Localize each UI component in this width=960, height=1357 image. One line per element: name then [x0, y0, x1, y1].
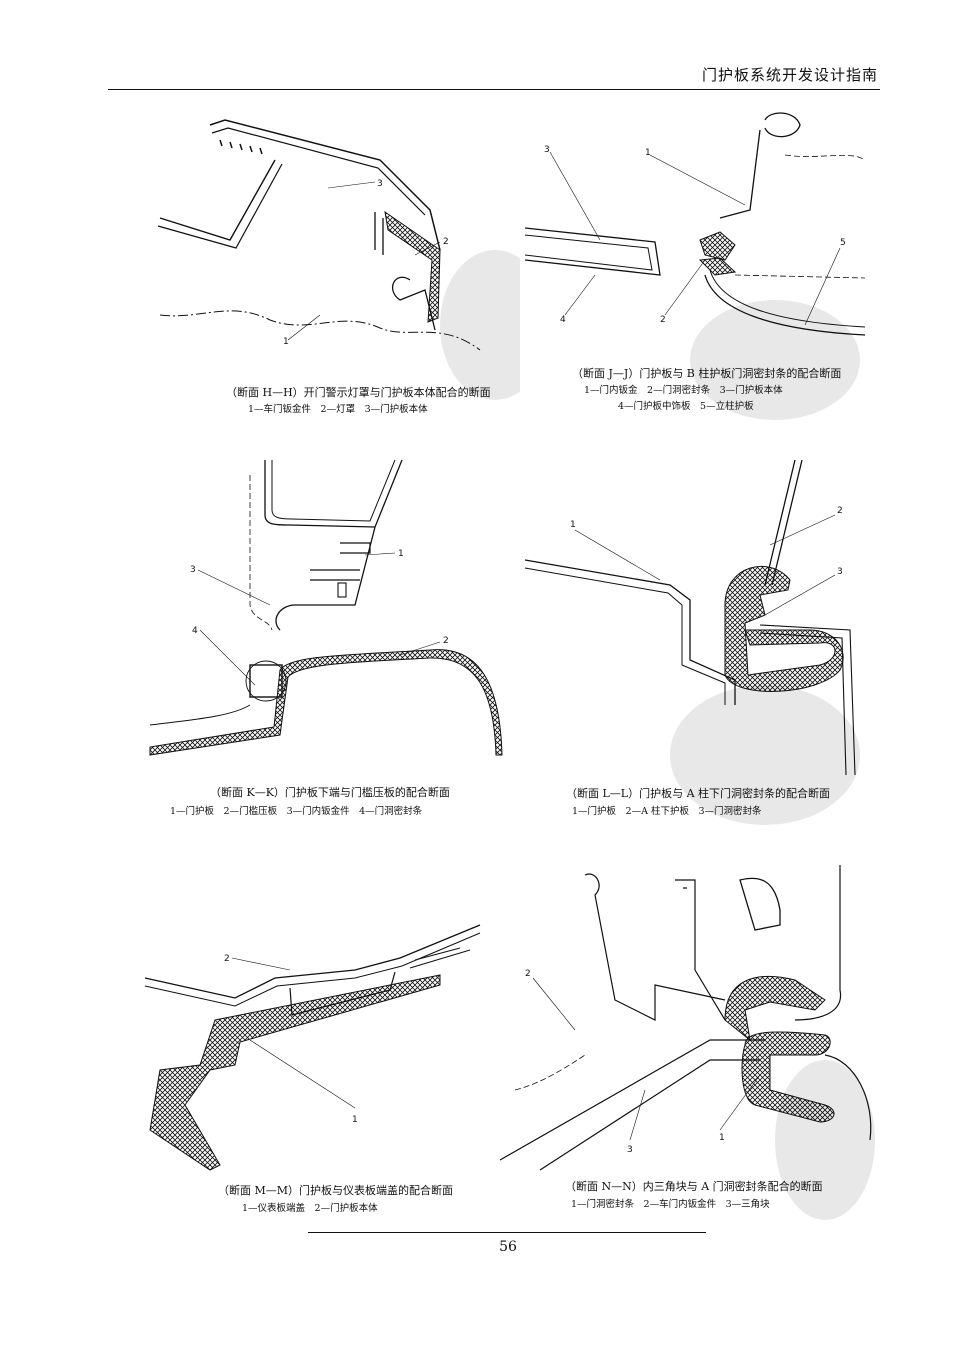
callout-2: 2 [443, 237, 449, 247]
running-header-title: 门护板系统开发设计指南 [701, 66, 878, 84]
figure-section-m-m: 1 2 （断面 M—M）门护板与仪表板端盖的配合断面 1—仪表板端盖 2—门护板… [140, 860, 520, 1220]
callout-1: 1 [645, 148, 651, 158]
figure-caption: （断面 H—H）开门警示灯罩与门护板本体配合的断面 [226, 386, 491, 399]
figure-section-l-l: 1 2 3 （断面 L—L）门护板与 A 柱下门洞密封条的配合断面 1—门护板 … [520, 455, 870, 825]
watermark-stamp [690, 300, 860, 420]
callout-3: 3 [377, 179, 383, 189]
figure-section-j-j: 1 2 3 4 5 （断面 J—J）门护板与 B 柱护板门洞密封条的配合断面 1… [520, 100, 875, 420]
header-rule [108, 89, 880, 90]
figure-legend: 1—门洞密封条 2—车门内钣金件 3—三角块 [571, 1199, 770, 1210]
figure-k-k-drawing: 1 2 3 4 [149, 459, 503, 756]
figure-legend-line-1: 1—门内钣金 2—门洞密封条 3—门护板本体 [584, 385, 783, 396]
footer-rule [308, 1232, 706, 1233]
callout-1: 1 [398, 549, 404, 559]
callout-2: 2 [224, 954, 230, 964]
callout-2: 2 [660, 315, 666, 325]
callout-3: 3 [190, 565, 196, 575]
figure-caption: （断面 M—M）门护板与仪表板端盖的配合断面 [218, 1184, 454, 1197]
figure-section-n-n: 1 2 3 （断面 N—N）内三角块与 A 门洞密封条配合的断面 1—门洞密封条… [495, 860, 875, 1220]
figure-h-h-drawing: 1 2 3 [157, 119, 481, 351]
callout-4: 4 [560, 315, 566, 325]
watermark-stamp [670, 685, 860, 825]
figure-legend: 1—门护板 2—门槛压板 3—门内钣金件 4—门洞密封条 [170, 806, 423, 817]
page-number: 56 [499, 1239, 517, 1255]
figure-caption: （断面 N—N）内三角块与 A 门洞密封条配合的断面 [565, 1180, 823, 1193]
figure-caption: （断面 K—K）门护板下端与门槛压板的配合断面 [210, 786, 450, 799]
figure-legend: 1—车门钣金件 2—灯罩 3—门护板本体 [248, 404, 428, 415]
figure-caption: （断面 J—J）门护板与 B 柱护板门洞密封条的配合断面 [572, 367, 842, 380]
callout-4: 4 [192, 626, 198, 636]
figure-caption: （断面 L—L）门护板与 A 柱下门洞密封条的配合断面 [566, 787, 831, 800]
figure-section-h-h: 1 2 3 （断面 H—H）开门警示灯罩与门护板本体配合的断面 1—车门钣金件 … [140, 100, 550, 420]
callout-1: 1 [283, 337, 289, 347]
callout-1: 1 [570, 520, 576, 530]
figure-section-k-k: 1 2 3 4 （断面 K—K）门护板下端与门槛压板的配合断面 1—门护板 2—… [140, 455, 520, 825]
callout-2: 2 [443, 636, 449, 646]
figure-legend-line-2: 4—门护板中饰板 5—立柱护板 [618, 401, 754, 412]
callout-3: 3 [627, 1145, 633, 1155]
figure-m-m-drawing: 1 2 [144, 924, 481, 1171]
callout-3: 3 [544, 145, 550, 155]
figure-j-j-drawing: 1 2 3 4 5 [524, 112, 866, 336]
callout-2: 2 [837, 506, 843, 516]
callout-3: 3 [837, 567, 843, 577]
callout-1: 1 [719, 1133, 725, 1143]
callout-1: 1 [352, 1115, 358, 1125]
watermark-stamp [775, 1060, 875, 1220]
figure-l-l-drawing: 1 2 3 [524, 459, 856, 776]
callout-5: 5 [840, 238, 846, 248]
figure-n-n-drawing: 1 2 3 [499, 865, 872, 1171]
callout-2: 2 [525, 969, 531, 979]
figure-legend: 1—门护板 2—A 柱下护板 3—门洞密封条 [572, 806, 762, 817]
figure-legend: 1—仪表板端盖 2—门护板本体 [242, 1203, 378, 1214]
